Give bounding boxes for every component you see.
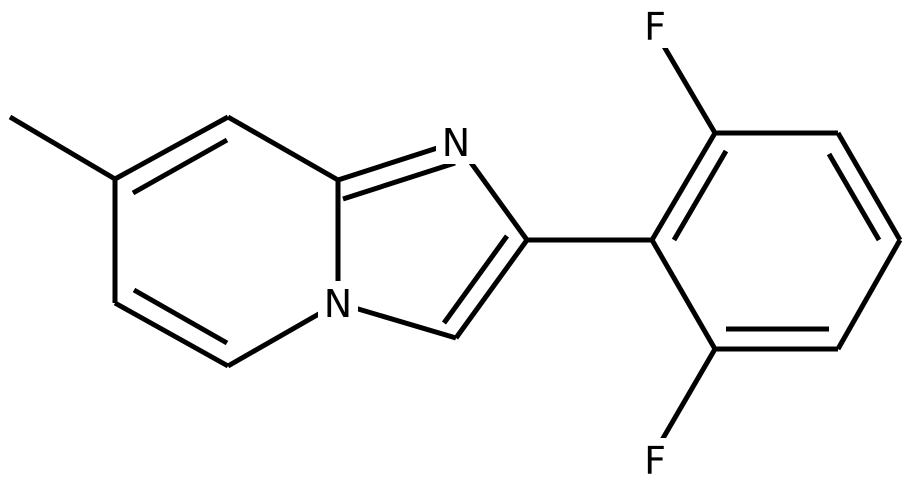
atom-label-n4: N	[324, 282, 352, 326]
bond-c2-c3	[453, 238, 530, 340]
bond-c8a-n1-inner	[342, 160, 456, 202]
atom-label-n1: N	[442, 121, 470, 165]
atom-label-f-bottom: F	[644, 439, 666, 483]
bond-c-f-top	[659, 41, 718, 135]
bond-ar1-ar2-inner	[671, 149, 729, 242]
bond-ar3-ar4-inner	[826, 152, 882, 242]
bond-c2-c3-inner	[441, 234, 510, 325]
atom-f-bottom: F	[640, 438, 676, 483]
bond-ar4-ar5	[835, 238, 903, 351]
bond-c7-c8	[113, 114, 230, 182]
bond-ar3-ar4	[835, 131, 903, 242]
bond-ar1-ar2	[649, 131, 718, 242]
atom-f-top: F	[640, 4, 676, 49]
bond-c-f-bottom	[659, 347, 718, 442]
bond-c7-c8-inner	[131, 137, 229, 196]
bond-c6-c5	[113, 300, 230, 369]
bond-c6-c5-inner	[132, 287, 229, 346]
bond-ar6-ar1	[649, 238, 718, 351]
atom-label-f-top: F	[644, 5, 666, 49]
atom-n4: N	[318, 281, 358, 326]
bond-methyl	[8, 114, 117, 182]
bond-c8-c8a	[226, 114, 340, 183]
atom-n1: N	[436, 120, 476, 165]
